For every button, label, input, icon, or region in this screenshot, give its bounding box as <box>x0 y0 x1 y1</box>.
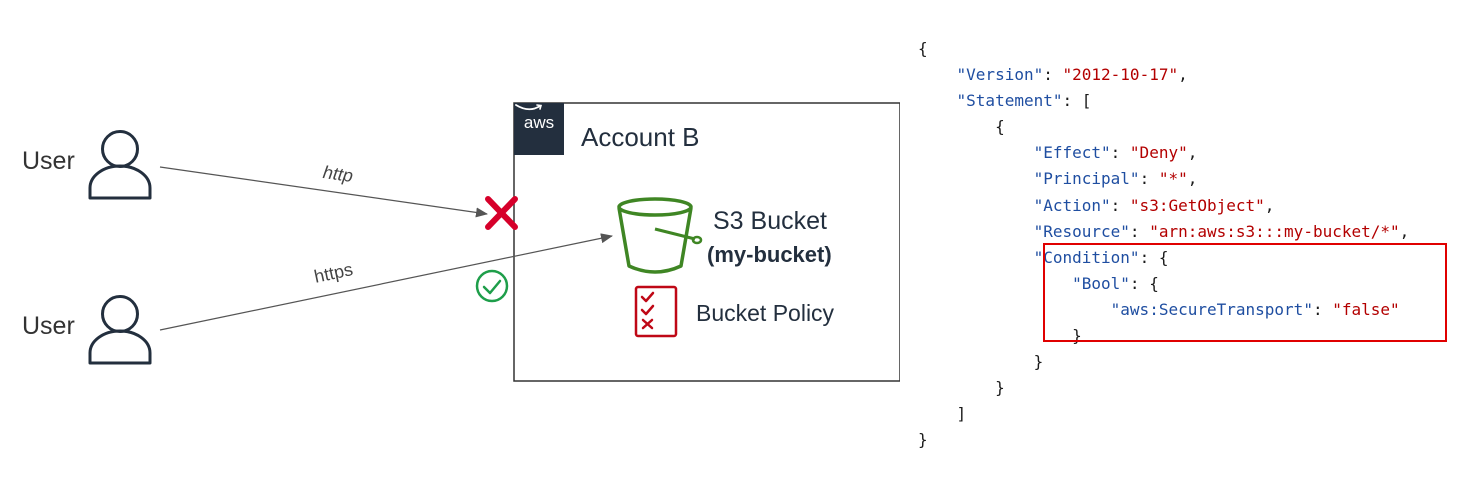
code-value: "false" <box>1332 299 1400 319</box>
code-line: "Statement": [ <box>956 91 1092 111</box>
code-line: "Version": "2012-10-17", <box>956 65 1188 85</box>
code-value: "Deny" <box>1129 143 1188 163</box>
code-line: } <box>1033 352 1044 372</box>
aws-logo: aws <box>514 103 564 155</box>
bucket-name: S3 Bucket <box>713 207 827 235</box>
code-key: "Statement" <box>956 91 1063 111</box>
user-label-top: User <box>22 147 75 175</box>
user-label-bottom: User <box>22 312 75 340</box>
access-diagram: User User http https aws Account B S3 Bu… <box>22 102 900 382</box>
policy-json-code: { "Version": "2012-10-17", "Statement": … <box>918 36 1409 454</box>
account-title: Account B <box>581 122 700 152</box>
code-key: "Condition" <box>1033 247 1140 267</box>
user-icon <box>88 130 152 200</box>
code-value: "*" <box>1158 169 1188 189</box>
code-line: "Effect": "Deny", <box>1033 143 1198 163</box>
policy-label: Bucket Policy <box>696 300 835 326</box>
code-line: ] <box>956 404 967 424</box>
code-line: { <box>918 36 1409 62</box>
red-x-icon <box>485 196 518 230</box>
code-value: "arn:aws:s3:::my-bucket/*" <box>1149 221 1400 241</box>
code-line: "Condition": { <box>1033 247 1169 267</box>
http-label: http <box>321 162 355 186</box>
code-brace: } <box>918 430 928 450</box>
code-line: } <box>918 427 1409 453</box>
code-key: "Effect" <box>1033 143 1111 163</box>
code-key: "aws:SecureTransport" <box>1110 299 1313 319</box>
code-line: } <box>1072 326 1082 346</box>
diagram-canvas <box>88 102 900 382</box>
aws-smile-icon <box>515 104 543 111</box>
code-line: "aws:SecureTransport": "false" <box>1110 299 1400 319</box>
code-key: "Principal" <box>1033 169 1140 189</box>
code-value: "s3:GetObject" <box>1129 195 1265 215</box>
bucket-subtitle: (my-bucket) <box>707 242 832 267</box>
code-line: "Resource": "arn:aws:s3:::my-bucket/*", <box>1033 221 1410 241</box>
code-brace: { <box>918 39 928 58</box>
http-arrow <box>159 166 488 218</box>
aws-logo-text: aws <box>523 113 555 132</box>
https-arrow <box>159 233 613 331</box>
code-line: "Action": "s3:GetObject", <box>1033 195 1275 215</box>
code-line: } <box>995 378 1005 398</box>
code-key: "Bool" <box>1072 273 1130 293</box>
code-line: "Principal": "*", <box>1033 169 1198 189</box>
code-line: "Bool": { <box>1072 273 1159 293</box>
s3-bucket-icon <box>617 197 703 274</box>
code-key: "Version" <box>956 65 1044 85</box>
code-key: "Resource" <box>1033 221 1130 241</box>
code-key: "Action" <box>1033 195 1111 215</box>
account-box <box>513 102 900 382</box>
code-line: { <box>995 117 1005 137</box>
condition-highlight-box <box>1043 243 1447 342</box>
checklist-icon <box>634 285 678 338</box>
code-value: "2012-10-17" <box>1062 65 1179 85</box>
green-check-icon <box>475 269 509 303</box>
user-icon <box>88 295 152 365</box>
